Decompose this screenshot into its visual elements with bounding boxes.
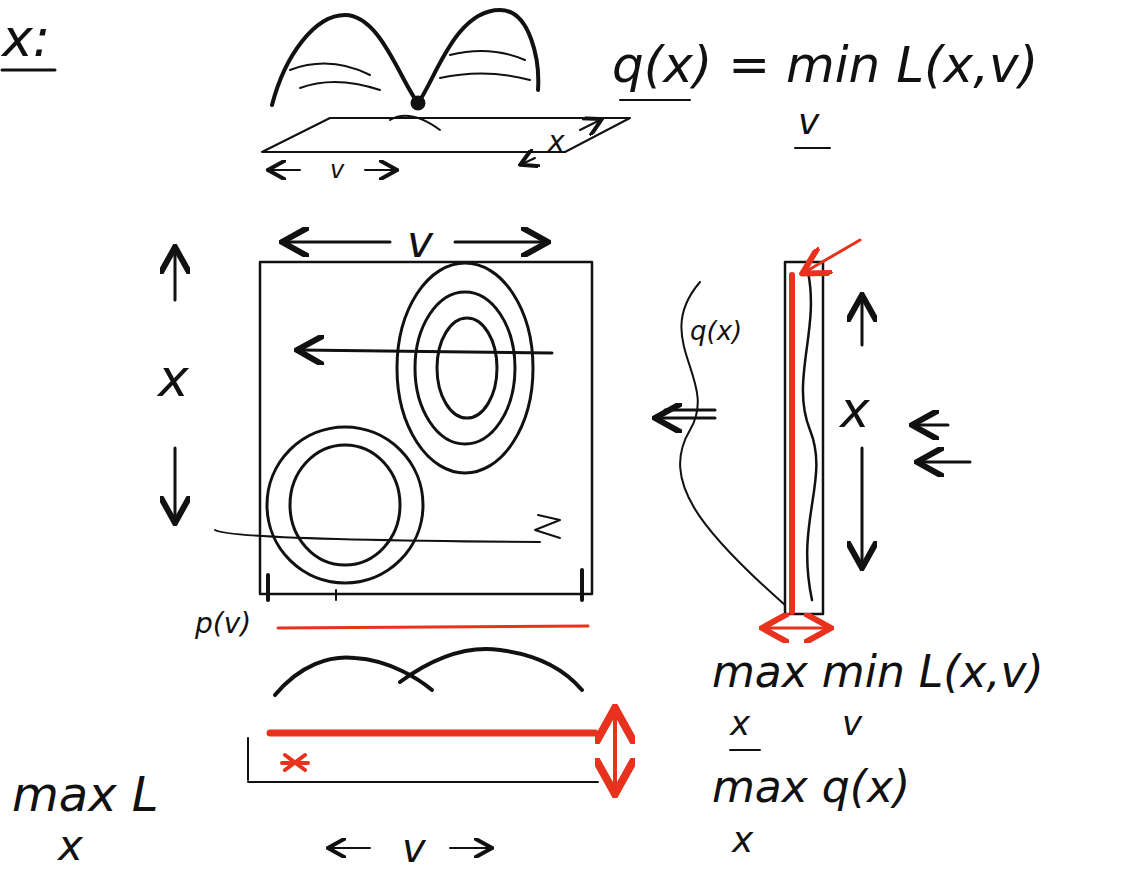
handwritten-label: v (402, 828, 426, 868)
handwritten-label: p(v) (195, 610, 251, 638)
handwritten-label: q(x) (690, 318, 742, 344)
handwritten-label: v (330, 158, 344, 182)
handwritten-label: x (730, 706, 750, 740)
handwritten-label: q(x) = min L(x,v) (612, 40, 1038, 90)
handwritten-label: x (732, 822, 753, 858)
handwritten-label: x (158, 352, 189, 404)
handwritten-label: v (798, 104, 819, 140)
handwritten-label: x: (2, 12, 50, 64)
handwritten-label: v (842, 706, 862, 740)
handwritten-label: max min L(x,v) (712, 650, 1044, 694)
handwritten-label: max L (12, 770, 159, 818)
handwritten-label: x (548, 128, 565, 156)
handwritten-label: max q(x) (712, 765, 910, 809)
handwritten-label: v (407, 220, 433, 264)
handwritten-label: x (840, 385, 870, 435)
handwritten-label: x (58, 825, 83, 867)
